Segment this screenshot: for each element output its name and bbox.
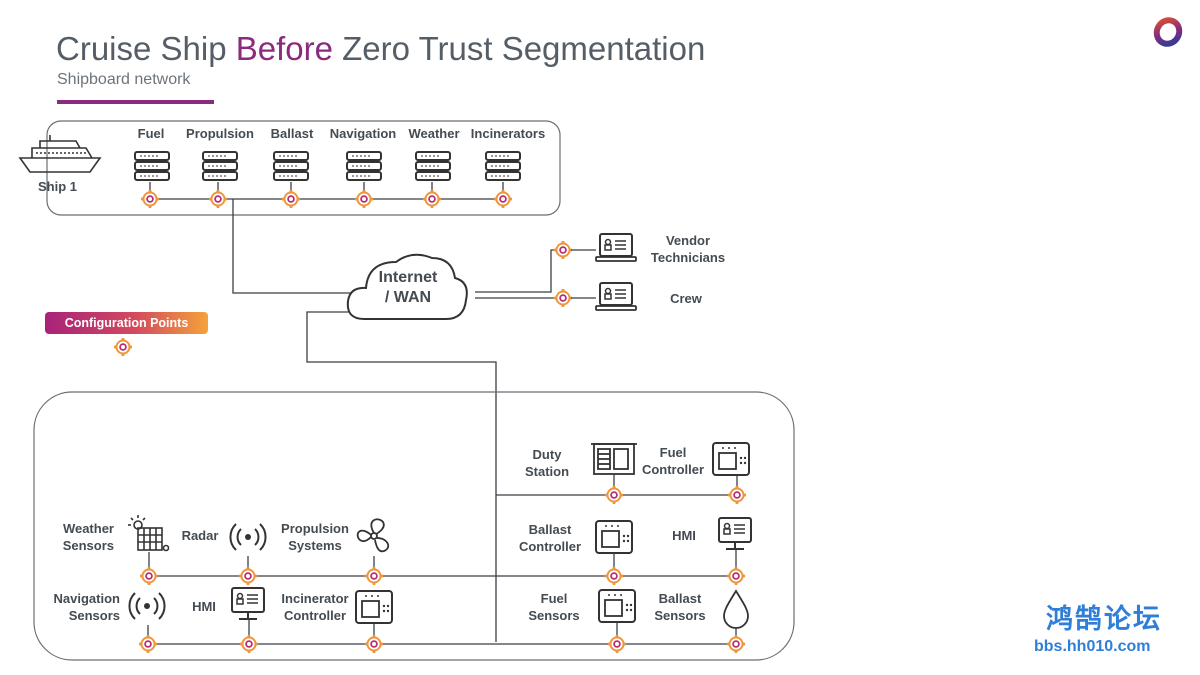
config-point <box>726 566 746 586</box>
server-weather-icon <box>415 151 451 181</box>
config-point <box>604 566 624 586</box>
hmi-left-icon <box>231 587 265 620</box>
config-point <box>604 485 624 505</box>
ship-boundary <box>46 120 561 216</box>
server-navigation-icon <box>346 151 382 181</box>
page-subtitle: Shipboard network <box>57 71 191 88</box>
system-label-fuel: Fuel <box>137 126 165 141</box>
hmi-right-icon <box>718 517 752 550</box>
config-point <box>208 189 228 209</box>
system-label-propulsion: Propulsion <box>186 126 254 141</box>
ballast-controller-icon <box>595 520 633 554</box>
system-label-ballast: Ballast <box>270 126 314 141</box>
config-point <box>364 566 384 586</box>
legend-config-points: Configuration Points <box>45 312 208 334</box>
watermark-url: bbs.hh010.com <box>1034 638 1151 655</box>
config-point <box>140 189 160 209</box>
hmi-right-label: HMI <box>672 528 696 543</box>
title-highlight: Before <box>235 30 333 67</box>
legend-config-point-icon <box>113 337 133 357</box>
water-drop-icon <box>723 589 749 629</box>
config-point <box>493 189 513 209</box>
weather-sensor-icon <box>128 515 170 552</box>
config-point <box>364 634 384 654</box>
config-point <box>139 566 159 586</box>
vendor-laptop-icon <box>595 233 637 262</box>
config-point <box>727 485 747 505</box>
config-point <box>726 634 746 654</box>
brand-logo-icon <box>1153 17 1183 47</box>
cloud-icon <box>346 253 468 320</box>
fuel-controller-icon <box>712 442 750 476</box>
ship-label: Ship 1 <box>38 179 78 194</box>
propeller-icon <box>356 518 390 553</box>
incinerator-controller-icon <box>355 590 393 624</box>
config-point <box>138 634 158 654</box>
title-underline <box>57 100 214 104</box>
system-label-incinerators: Incinerators <box>470 126 546 141</box>
config-point <box>553 288 573 308</box>
duty-station-icon <box>591 443 637 475</box>
navigation-sensor-icon <box>128 592 166 620</box>
crew-label: Crew <box>670 291 702 306</box>
server-fuel-icon <box>134 151 170 181</box>
config-point <box>281 189 301 209</box>
config-point <box>422 189 442 209</box>
page-title: Cruise Ship Before Zero Trust Segmentati… <box>56 30 706 67</box>
server-ballast-icon <box>273 151 309 181</box>
ship-icon <box>18 135 102 173</box>
system-label-navigation: Navigation <box>329 126 397 141</box>
system-label-weather: Weather <box>408 126 460 141</box>
config-point <box>607 634 627 654</box>
crew-laptop-icon <box>595 282 637 311</box>
watermark-title: 鸿鹄论坛 <box>1046 604 1162 634</box>
fuel-sensor-icon <box>598 589 636 623</box>
config-point <box>239 634 259 654</box>
onboard-network-boundary <box>33 391 795 661</box>
server-incinerators-icon <box>485 151 521 181</box>
config-point <box>553 240 573 260</box>
config-point <box>354 189 374 209</box>
config-point <box>238 566 258 586</box>
radar-icon <box>229 523 267 551</box>
hmi-left-label: HMI <box>192 599 216 614</box>
radar-label: Radar <box>181 528 219 543</box>
cloud-label: Internet/ WAN <box>378 269 438 306</box>
server-propulsion-icon <box>202 151 238 181</box>
